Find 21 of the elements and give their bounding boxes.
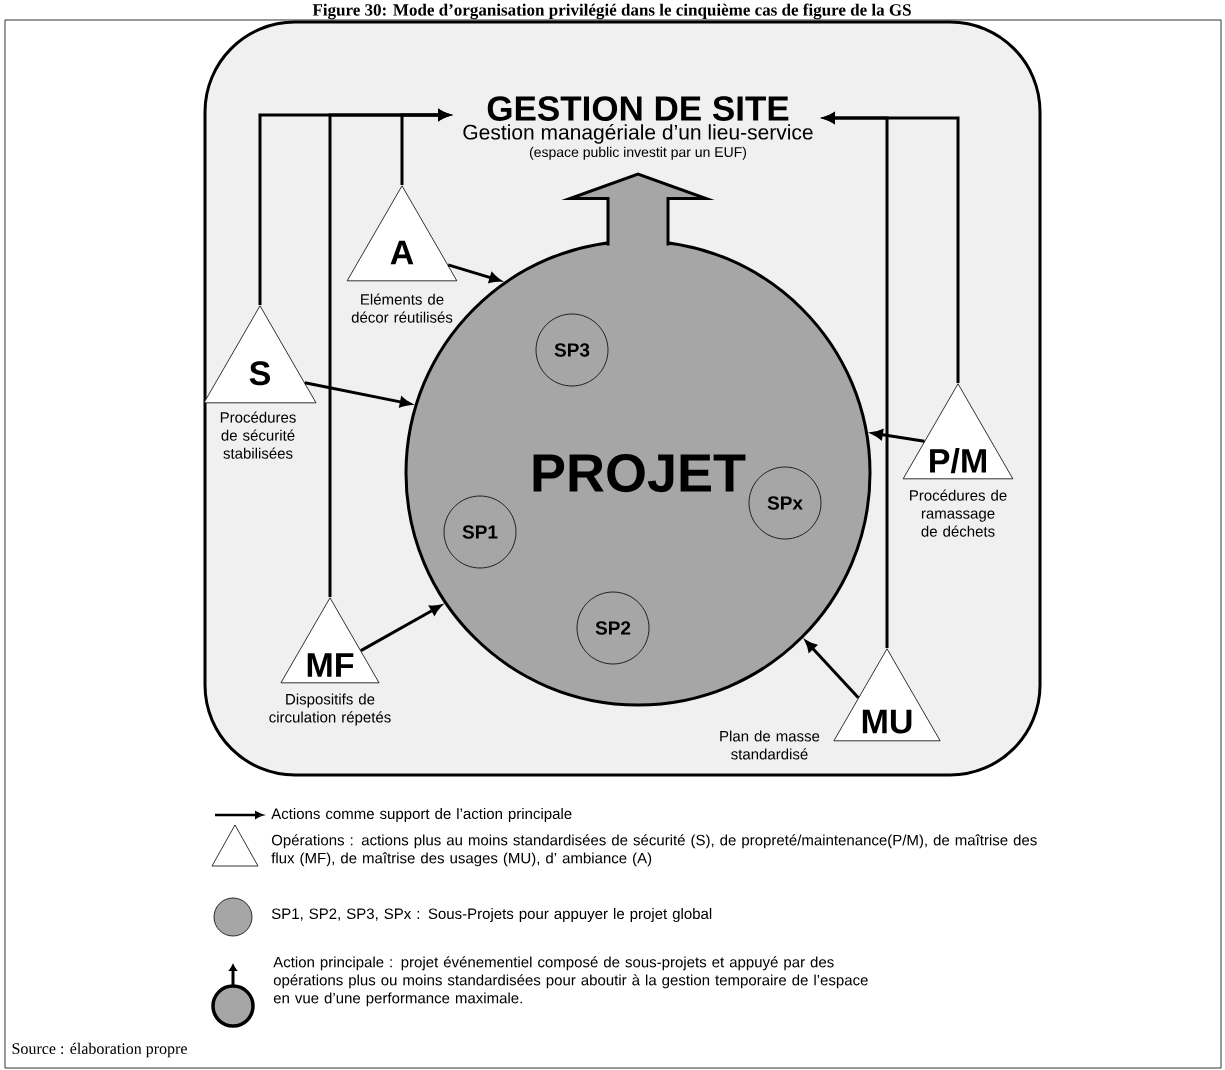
heading-text: GESTION DE SITE Gestion managériale d’un lieu-service (espace public investit par un EUF) [463, 96, 813, 160]
node-caption: Dispositifs de circulation répetés [269, 693, 391, 726]
main-action-arrow [561, 172, 715, 247]
legend-text: SP1, SP2, SP3, SPx : Sous-Projets pour appuyer le projet global [271, 908, 712, 922]
operation-triangle: A [346, 185, 458, 282]
operation-triangle: S [203, 305, 317, 404]
node-caption: Procédures de ramassage de déchets [910, 489, 1007, 537]
legend-text: Action principale : projet événementiel composé de sous-projets et appuyé par des opérations plus ou moins standardisées pour aboutir à la gestion temporaire de l’espace en vue d’une performance maximale. [273, 956, 868, 1007]
arrow [360, 604, 442, 652]
arrow [823, 112, 889, 648]
operation-triangle: MU [833, 648, 941, 742]
source-note: Source : élaboration propre [12, 1042, 187, 1058]
arrow [805, 640, 860, 699]
figure-title: Figure 30: Mode d’organisation privilégié dans le cinquième cas de figure de la GS [312, 3, 911, 20]
node-caption: Procédures de sécurité stabilisées [220, 411, 296, 459]
operation-triangle: P/M [902, 383, 1014, 480]
node-caption: Plan de masse standardisé [720, 730, 820, 760]
operation-triangle: MF [280, 597, 380, 684]
legend-text: Actions comme support de l’action principale [271, 808, 572, 822]
legend-text: Opérations : actions plus au moins standardisées de sécurité (S), de propreté/maintenance(P/M), de maîtrise des flux (MF), de maîtrise des usages (MU), d’ ambiance (A) [271, 834, 1037, 867]
arrow [400, 109, 450, 185]
